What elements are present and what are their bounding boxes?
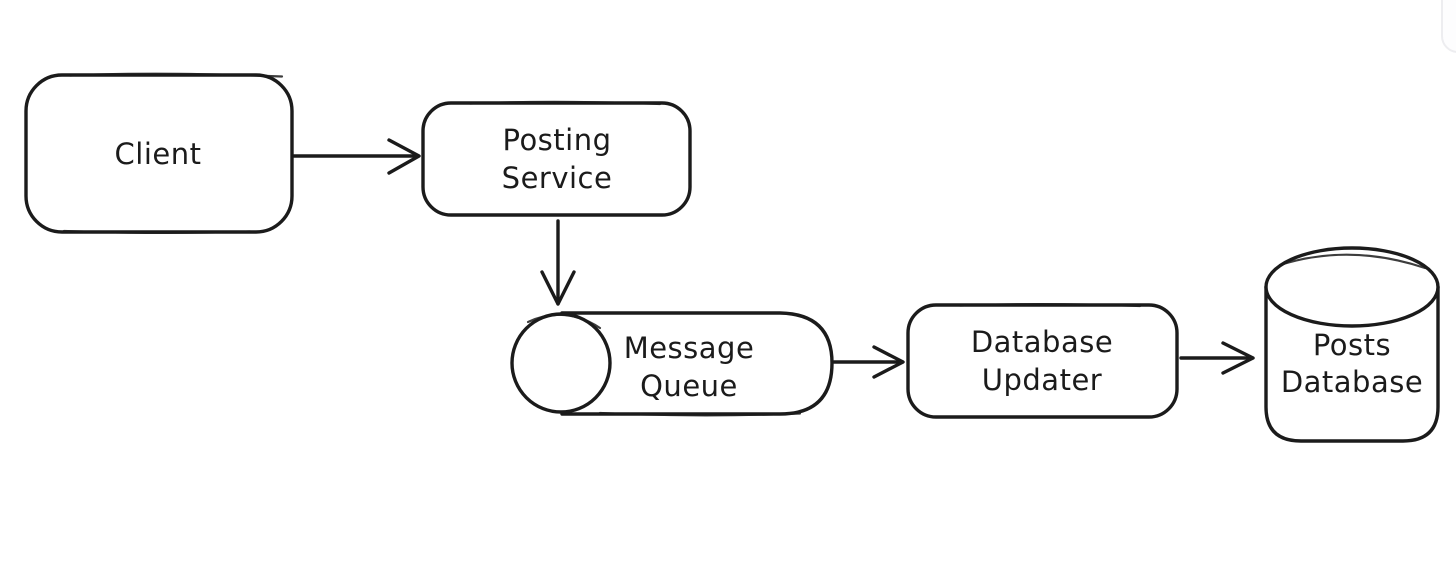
node-database-updater: Database Updater (906, 303, 1179, 419)
database-updater-label-line2: Updater (982, 363, 1102, 397)
message-queue-end-face (510, 312, 612, 414)
posting-service-label-line1: Posting (502, 123, 611, 157)
message-queue-sketch-stroke (526, 313, 602, 330)
posts-database-label-line2: Database (1281, 365, 1423, 399)
node-posts-database: Posts Database (1264, 246, 1440, 443)
database-updater-sketch-stroke (958, 303, 1142, 308)
posts-database-body (1264, 285, 1440, 443)
arrow-message-queue-to-database-updater (832, 345, 905, 379)
posts-database-sketch-stroke (1278, 253, 1427, 270)
arrowhead-icon (540, 270, 576, 306)
message-queue-sketch-stroke (598, 411, 802, 417)
database-updater-label-line1: Database (971, 325, 1113, 359)
client-box-sketch-stroke (68, 72, 284, 78)
node-client: Client (24, 72, 294, 234)
posting-service-sketch-stroke (468, 100, 662, 106)
arrow-posting-service-to-message-queue (540, 219, 576, 306)
posting-service-label-line2: Service (502, 161, 613, 195)
message-queue-body (560, 311, 834, 416)
posts-database-top-face (1264, 246, 1440, 328)
client-label: Client (115, 137, 202, 171)
message-queue-label-line1: Message (624, 331, 755, 365)
arrow-database-updater-to-posts-database (1179, 341, 1255, 375)
message-queue-label-line2: Queue (640, 369, 738, 403)
database-updater-box (906, 303, 1179, 419)
arrowhead-icon (872, 345, 905, 379)
card-corner-widget (1441, 0, 1456, 53)
arrowhead-icon (387, 138, 421, 175)
client-box-sketch-stroke (62, 229, 252, 234)
arrow-client-to-posting-service (292, 138, 421, 175)
posts-database-label-line1: Posts (1313, 328, 1391, 362)
node-posting-service: Posting Service (421, 100, 692, 217)
node-message-queue: Message Queue (510, 311, 834, 417)
arrowhead-icon (1221, 341, 1255, 375)
posting-service-box (421, 101, 692, 217)
